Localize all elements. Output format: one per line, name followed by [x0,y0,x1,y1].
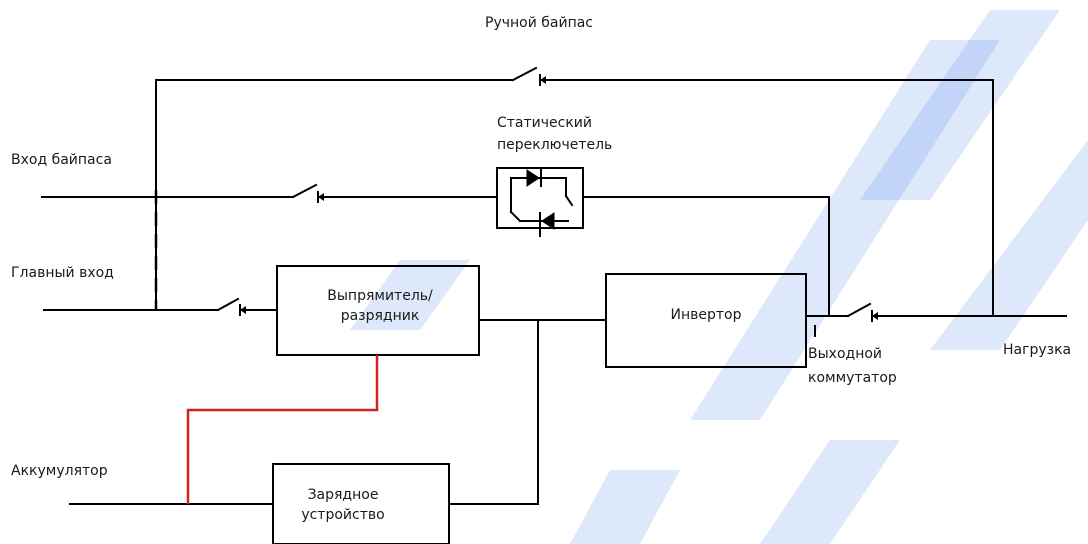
bypass-input-label: Вход байпаса [11,152,112,168]
watermark-stroke [860,10,1060,200]
thyristor-bottom-icon [541,212,555,230]
battery-to-rectifier-link [186,355,379,504]
static-switch-label-line2: переключетель [497,137,613,153]
bypass-input-switch-blade [291,183,318,199]
static-switch-to-output-wire [582,196,830,317]
manual-bypass-label: Ручной байпас [485,15,594,31]
output-switch-label-line1: Выходной [808,346,883,362]
switch-arrow-icon [240,306,246,314]
output-switch-label-line2: коммутатор [808,370,897,386]
manual-bypass-right-wire [539,79,994,317]
thyristor-gate-top [564,194,574,207]
watermark-stroke [570,470,680,544]
thyristor-top-icon [526,169,540,187]
battery-label: Аккумулятор [11,463,108,479]
load-label: Нагрузка [1003,342,1072,358]
rectifier-label: Выпрямитель/ разрядник [300,286,460,326]
dc-bus-to-charger-wire [448,319,539,505]
watermark-shapes [350,10,1088,544]
rectifier-label-line2: разрядник [340,308,420,324]
watermark-stroke [690,40,1000,420]
inverter-label: Инвертор [670,307,742,323]
inverter-block [605,273,807,368]
manual-bypass-switch-blade [511,66,538,82]
charger-label: Зарядное устройство [273,485,413,525]
switch-arrow-icon [540,76,546,84]
watermark-stroke [350,260,470,330]
static-switch-label-line1: Статический [497,115,592,131]
charger-label-line2: устройство [301,507,385,523]
switch-arrow-icon [318,193,324,201]
thyristor-gate-bottom [509,210,522,223]
rectifier-label-line1: Выпрямитель/ [327,288,433,304]
output-switch-blade [846,302,872,318]
manual-bypass-left-wire [155,79,514,311]
switch-arrow-icon [872,312,878,320]
main-input-switch-blade [216,297,240,312]
main-input-label: Главный вход [11,265,114,281]
charger-label-line1: Зарядное [307,487,379,503]
watermark-stroke [760,440,900,544]
watermark-stroke [930,140,1088,350]
